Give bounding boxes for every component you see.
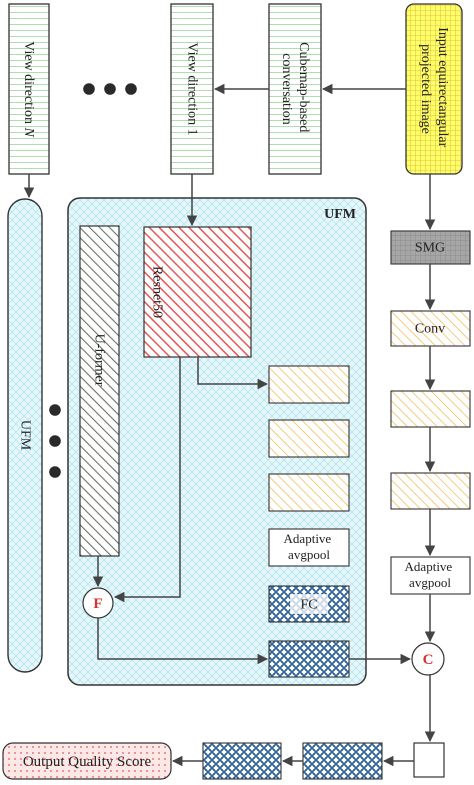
ellipsis-dot (49, 466, 61, 478)
right-conv-layer-2 (390, 390, 471, 428)
smg-label: SMG (415, 241, 445, 256)
bottom-fc-block-1 (202, 742, 282, 780)
cubemap-conversion-label: Cubemap-based conversation (279, 42, 311, 136)
view-direction-n-label: View direction N (22, 41, 37, 137)
ufm-conv-layer-2 (268, 419, 350, 458)
view-direction-1-box (170, 3, 214, 175)
cubemap-conversion-box (268, 3, 322, 175)
ellipsis-dot (49, 404, 61, 416)
resnet50-label: Resnet50 (150, 266, 165, 318)
view-direction-1-label: View direction 1 (185, 42, 200, 135)
arrow-resnet-to-fusion (113, 357, 181, 603)
ufm-side-label: UFM (18, 420, 33, 451)
conv-block (390, 310, 471, 347)
arrow-resnet-to-conv-layers (197, 357, 269, 390)
resnet50-block (143, 226, 252, 358)
ufm-container-label: UFM (324, 207, 356, 222)
output-quality-score-label: Output Quality Score (23, 754, 152, 770)
ufm-side-module (7, 198, 43, 673)
connectors (23, 83, 436, 767)
view-direction-n-box (8, 3, 50, 175)
ufm-conv-layer-1 (268, 365, 350, 404)
concat-node-c (411, 642, 445, 676)
conv-label: Conv (415, 322, 445, 337)
ellipsis-dot (83, 83, 95, 95)
smg-block (390, 230, 471, 265)
ufm-conv-layer-3 (268, 473, 350, 512)
ellipsis-dot (49, 435, 61, 447)
uformer-label: U-former (92, 334, 107, 387)
input-image-label: Input equirectangular projected image (418, 27, 450, 151)
ufm-adaptive-avgpool-block (268, 528, 350, 567)
input-image-box (405, 3, 463, 175)
uformer-block (79, 225, 120, 557)
ellipsis-dot (125, 83, 137, 95)
fc-label-bg (290, 594, 328, 614)
ufm-output-fc-block (268, 640, 350, 678)
right-conv-layer-3 (390, 472, 471, 510)
ellipsis-dot (104, 83, 116, 95)
ufm-adaptive-avgpool-label: Adaptive avgpool (284, 531, 335, 562)
right-adaptive-avgpool-label: Adaptive avgpool (405, 559, 456, 590)
arrow-fusion-to-ufm-output (97, 618, 269, 665)
fusion-node-f-label: F (93, 596, 102, 612)
concat-node-c-label: C (423, 652, 434, 668)
fc-label: FC (300, 598, 317, 613)
output-quality-score-box (2, 742, 172, 780)
right-adaptive-avgpool-block (390, 556, 471, 595)
concat-output-box (413, 742, 445, 778)
bottom-fc-block-2 (302, 742, 383, 780)
